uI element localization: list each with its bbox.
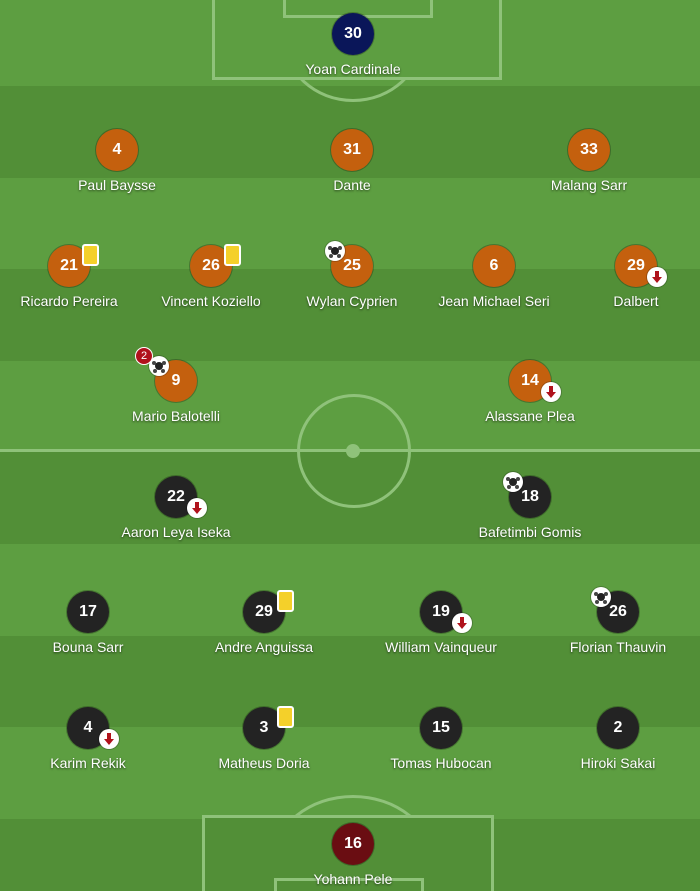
player-name: Vincent Koziello bbox=[161, 293, 261, 309]
pitch-stripe bbox=[0, 636, 700, 727]
player-name: Mario Balotelli bbox=[132, 408, 220, 424]
goal-count-badge: 2 bbox=[135, 347, 153, 365]
goal-ball-icon bbox=[325, 241, 345, 261]
yellow-card-icon bbox=[224, 244, 241, 266]
player-name: Hiroki Sakai bbox=[580, 755, 656, 771]
player-number: 33 bbox=[568, 129, 610, 171]
player-name: Ricardo Pereira bbox=[20, 293, 118, 309]
goal-ball-icon bbox=[591, 587, 611, 607]
substitution-arrow-icon bbox=[452, 613, 472, 633]
substitution-arrow-icon bbox=[99, 729, 119, 749]
substitution-arrow-icon bbox=[187, 498, 207, 518]
player-name: Yohann Pele bbox=[313, 871, 393, 887]
player-number: 31 bbox=[331, 129, 373, 171]
player-name: Florian Thauvin bbox=[569, 639, 667, 655]
pitch-stripe bbox=[0, 544, 700, 636]
player-number: 18 bbox=[509, 476, 551, 518]
bottom-goal-area bbox=[274, 878, 424, 891]
goal-ball-icon bbox=[149, 356, 169, 376]
center-spot bbox=[346, 444, 360, 458]
substitution-arrow-icon bbox=[647, 267, 667, 287]
player-name: Dalbert bbox=[613, 293, 659, 309]
player-number: 17 bbox=[67, 591, 109, 633]
player-number: 30 bbox=[332, 13, 374, 55]
player-number: 6 bbox=[473, 245, 515, 287]
player-number: 15 bbox=[420, 707, 462, 749]
player-number: 19 bbox=[420, 591, 462, 633]
player-name: Aaron Leya Iseka bbox=[121, 524, 231, 540]
player-number: 2 bbox=[597, 707, 639, 749]
player-name: Dante bbox=[333, 177, 371, 193]
player-name: Jean Michael Seri bbox=[438, 293, 550, 309]
player-name: Wylan Cyprien bbox=[306, 293, 398, 309]
yellow-card-icon bbox=[277, 706, 294, 728]
player-name: Bouna Sarr bbox=[52, 639, 124, 655]
player-name: William Vainqueur bbox=[385, 639, 497, 655]
player-number: 16 bbox=[332, 823, 374, 865]
player-name: Paul Baysse bbox=[78, 177, 156, 193]
player-name: Alassane Plea bbox=[485, 408, 575, 424]
player-name: Yoan Cardinale bbox=[305, 61, 401, 77]
substitution-arrow-icon bbox=[541, 382, 561, 402]
player-name: Matheus Doria bbox=[218, 755, 310, 771]
player-name: Karim Rekik bbox=[50, 755, 126, 771]
goal-ball-icon bbox=[503, 472, 523, 492]
center-circle bbox=[297, 394, 411, 508]
player-number: 4 bbox=[96, 129, 138, 171]
yellow-card-icon bbox=[277, 590, 294, 612]
player-name: Malang Sarr bbox=[550, 177, 628, 193]
yellow-card-icon bbox=[82, 244, 99, 266]
player-name: Tomas Hubocan bbox=[390, 755, 492, 771]
player-name: Andre Anguissa bbox=[214, 639, 314, 655]
player-name: Bafetimbi Gomis bbox=[478, 524, 582, 540]
